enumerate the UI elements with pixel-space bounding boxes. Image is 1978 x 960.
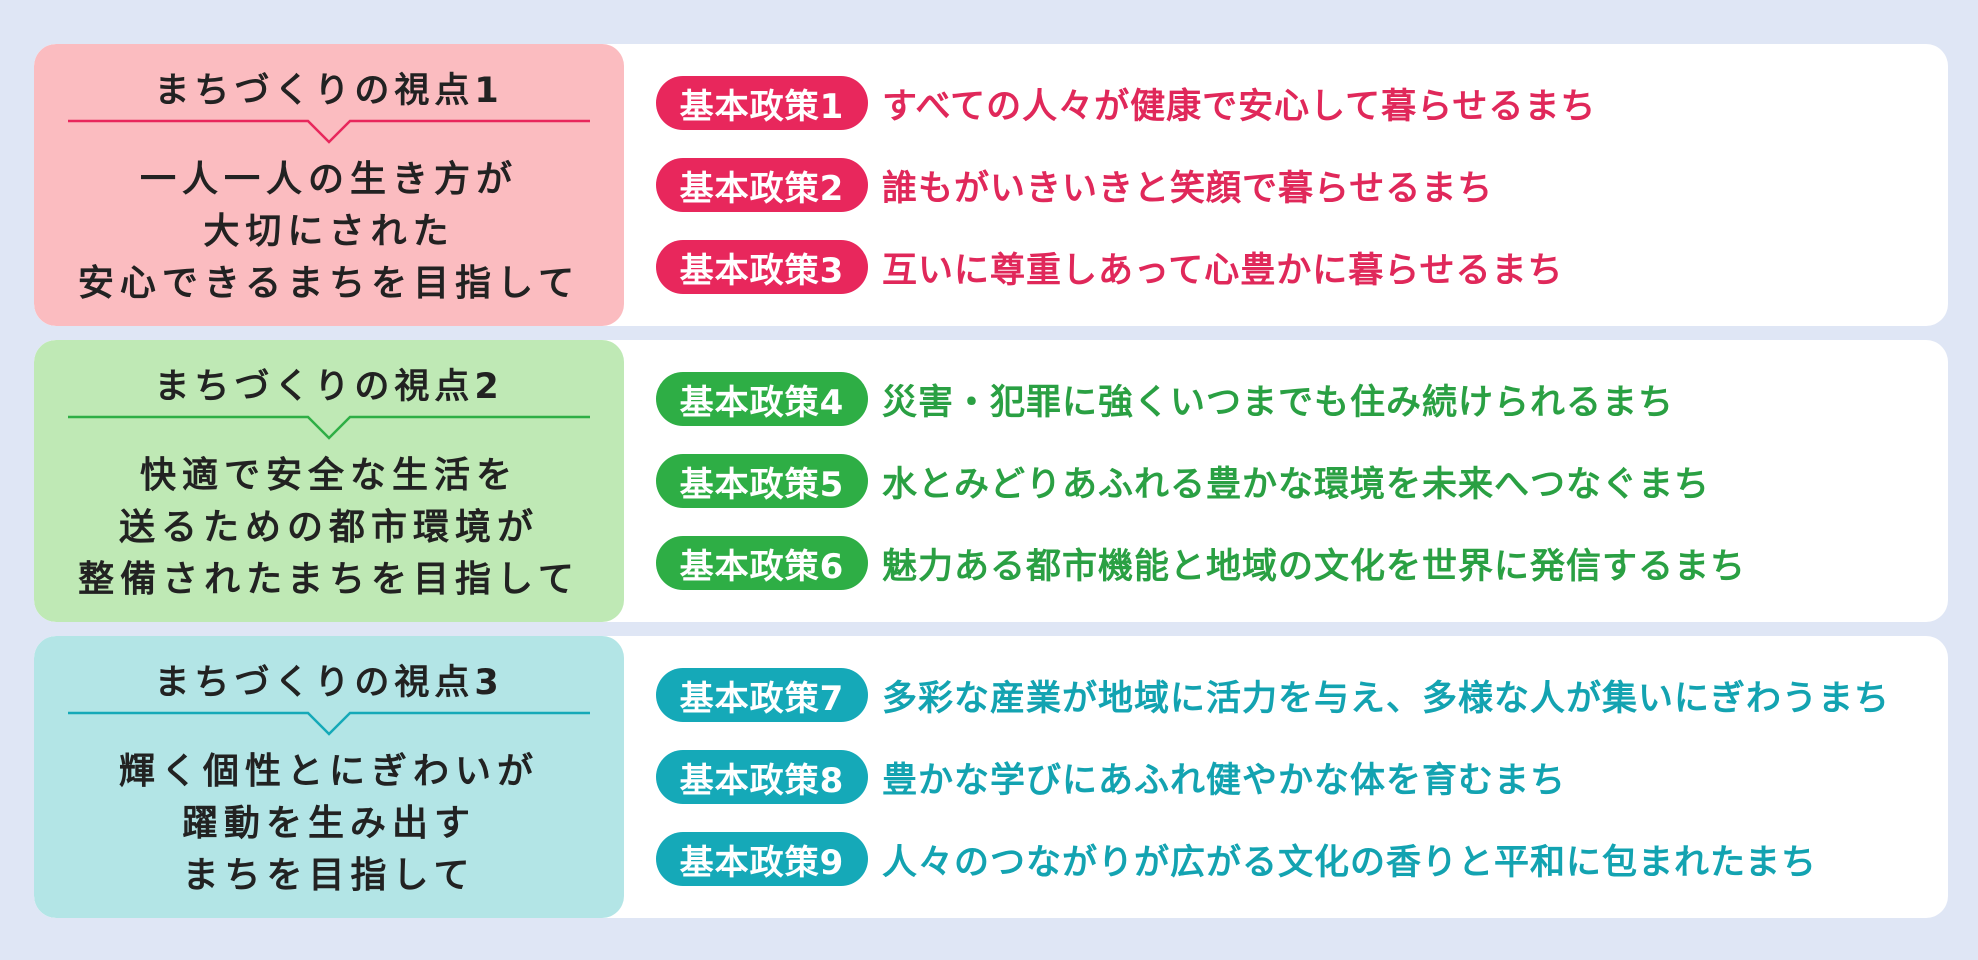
perspective-row-3: まちづくりの視点3 輝く個性とにぎわいが 躍動を生み出す まちを目指して 基本政… [34, 636, 1948, 918]
perspective-description-3: 輝く個性とにぎわいが 躍動を生み出す まちを目指して [34, 746, 624, 902]
perspective-title-2: まちづくりの視点2 [154, 367, 504, 407]
policy-list-1: 基本政策1 すべての人々が健康で安心して暮らせるまち 基本政策2 誰もがいきいき… [656, 44, 1948, 326]
policy-item: 基本政策4 災害・犯罪に強くいつまでも住み続けられるまち [656, 372, 1674, 426]
policy-badge: 基本政策5 [656, 454, 868, 508]
perspective-line: 輝く個性とにぎわいが [118, 751, 539, 792]
perspective-row-2: まちづくりの視点2 快適で安全な生活を 送るための都市環境が 整備されたまちを目… [34, 340, 1948, 622]
policy-list-3: 基本政策7 多彩な産業が地域に活力を与え、多様な人が集いにぎわうまち 基本政策8… [656, 636, 1948, 918]
policy-item: 基本政策1 すべての人々が健康で安心して暮らせるまち [656, 76, 1596, 130]
policy-badge: 基本政策3 [656, 240, 868, 294]
perspective-divider-3 [68, 711, 590, 736]
perspective-line: 躍動を生み出す [181, 803, 476, 844]
perspective-description-1: 一人一人の生き方が 大切にされた 安心できるまちを目指して [34, 154, 624, 310]
policy-text: 誰もがいきいきと笑顔で暮らせるまち [882, 168, 1494, 209]
perspective-row-1: まちづくりの視点1 一人一人の生き方が 大切にされた 安心できるまちを目指して … [34, 44, 1948, 326]
policy-item: 基本政策5 水とみどりあふれる豊かな環境を未来へつなぐまち [656, 454, 1710, 508]
perspective-line: 快適で安全な生活を [139, 455, 518, 496]
policy-text: 互いに尊重しあって心豊かに暮らせるまち [882, 250, 1564, 291]
perspective-divider-1 [68, 119, 590, 144]
perspective-line: まちを目指して [182, 855, 476, 896]
policy-list-2: 基本政策4 災害・犯罪に強くいつまでも住み続けられるまち 基本政策5 水とみどり… [656, 340, 1948, 622]
policy-item: 基本政策3 互いに尊重しあって心豊かに暮らせるまち [656, 240, 1564, 294]
perspective-line: 一人一人の生き方が [139, 159, 518, 200]
policy-text: 水とみどりあふれる豊かな環境を未来へつなぐまち [882, 464, 1711, 505]
policy-text: 災害・犯罪に強くいつまでも住み続けられるまち [882, 382, 1675, 423]
perspective-panel-3: まちづくりの視点3 輝く個性とにぎわいが 躍動を生み出す まちを目指して [34, 636, 624, 918]
perspective-line: 安心できるまちを目指して [77, 263, 581, 304]
policy-text: 魅力ある都市機能と地域の文化を世界に発信するまち [882, 546, 1747, 587]
policy-text: すべての人々が健康で安心して暮らせるまち [882, 86, 1597, 127]
policy-item: 基本政策7 多彩な産業が地域に活力を与え、多様な人が集いにぎわうまち [656, 668, 1890, 722]
policy-item: 基本政策8 豊かな学びにあふれ健やかな体を育むまち [656, 750, 1566, 804]
policy-badge: 基本政策6 [656, 536, 868, 590]
perspective-panel-2: まちづくりの視点2 快適で安全な生活を 送るための都市環境が 整備されたまちを目… [34, 340, 624, 622]
policy-badge: 基本政策8 [656, 750, 868, 804]
policy-badge: 基本政策4 [656, 372, 868, 426]
policy-item: 基本政策2 誰もがいきいきと笑顔で暮らせるまち [656, 158, 1493, 212]
perspective-line: 送るための都市環境が [118, 507, 539, 548]
perspective-title-1: まちづくりの視点1 [154, 71, 504, 111]
policy-badge: 基本政策9 [656, 832, 868, 886]
policy-text: 多彩な産業が地域に活力を与え、多様な人が集いにぎわうまち [882, 678, 1891, 719]
perspective-divider-2 [68, 415, 590, 440]
policy-badge: 基本政策1 [656, 76, 868, 130]
policy-badge: 基本政策7 [656, 668, 868, 722]
perspective-title-3: まちづくりの視点3 [154, 663, 504, 703]
policy-item: 基本政策6 魅力ある都市機能と地域の文化を世界に発信するまち [656, 536, 1746, 590]
policy-text: 豊かな学びにあふれ健やかな体を育むまち [882, 760, 1567, 801]
perspective-line: 整備されたまちを目指して [78, 559, 580, 600]
policy-badge: 基本政策2 [656, 158, 868, 212]
perspective-line: 大切にされた [203, 211, 455, 252]
perspective-description-2: 快適で安全な生活を 送るための都市環境が 整備されたまちを目指して [34, 450, 624, 606]
policy-text: 人々のつながりが広がる文化の香りと平和に包まれたまち [882, 842, 1817, 883]
policy-item: 基本政策9 人々のつながりが広がる文化の香りと平和に包まれたまち [656, 832, 1817, 886]
perspective-panel-1: まちづくりの視点1 一人一人の生き方が 大切にされた 安心できるまちを目指して [34, 44, 624, 326]
